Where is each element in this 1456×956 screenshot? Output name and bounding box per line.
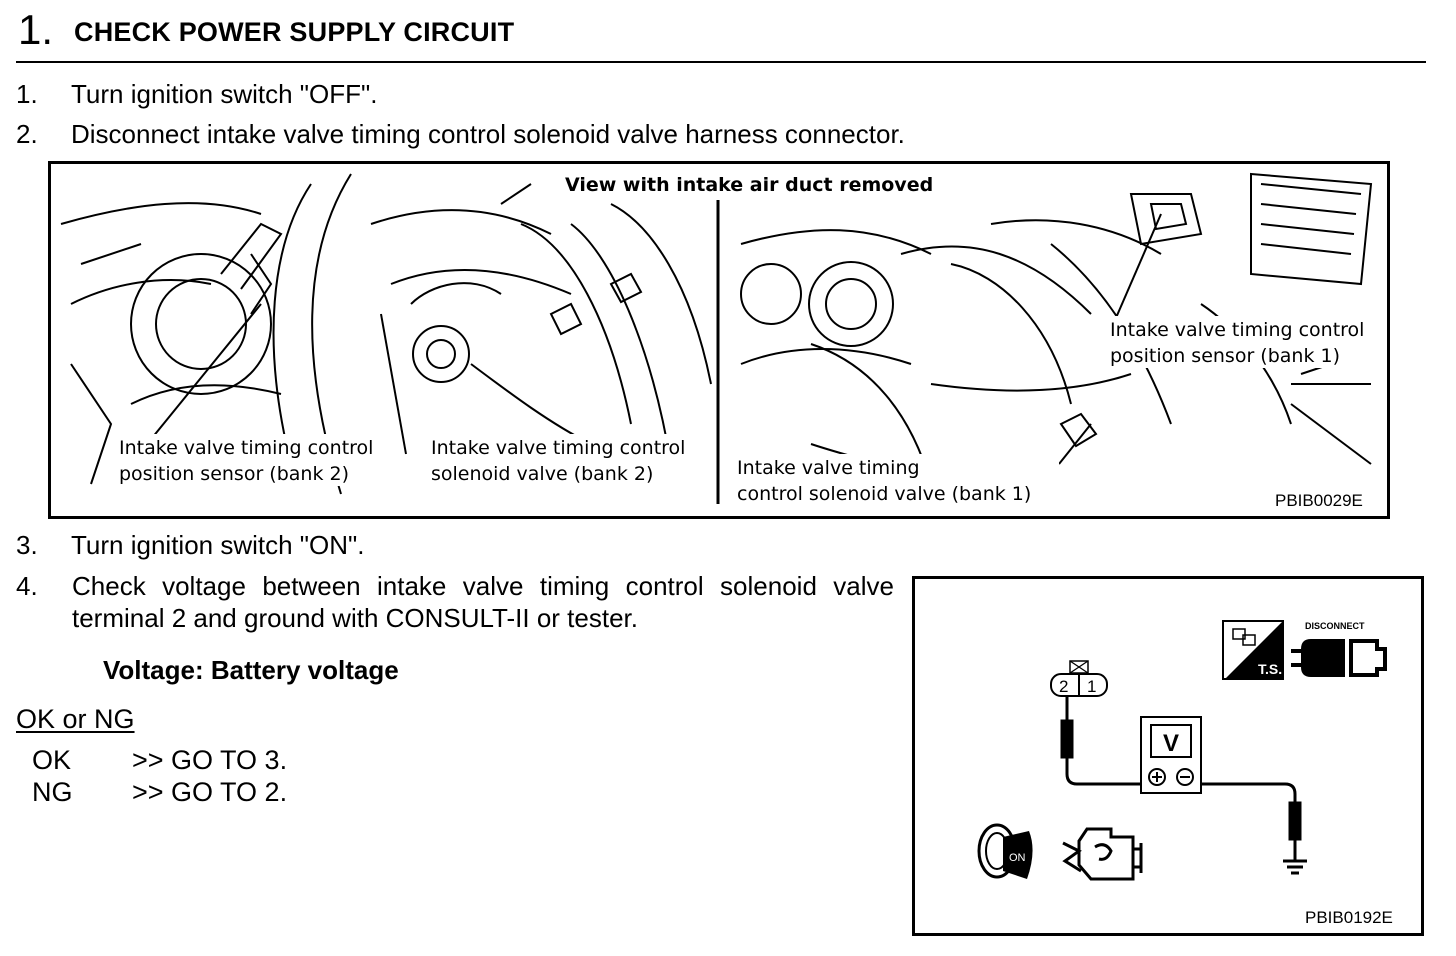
- spec-value: Voltage: Battery voltage: [103, 655, 399, 685]
- label-solenoid-bank1: Intake valve timing control solenoid val…: [734, 454, 1059, 506]
- step-item-text: Turn ignition switch "ON".: [71, 530, 365, 560]
- harness-connector: 2 1: [1050, 660, 1108, 697]
- result-action: >> GO TO 2.: [132, 777, 288, 807]
- engine-bay-figure: View with intake air duct removed Intake…: [48, 161, 1390, 519]
- step-item-number: 2.: [16, 119, 38, 149]
- label-line: position sensor (bank 2): [119, 463, 349, 485]
- figure-code: PBIB0029E: [1275, 491, 1363, 510]
- connector-pin-1: 1: [1087, 677, 1096, 696]
- figure-title: View with intake air duct removed: [565, 174, 933, 196]
- label-line: Intake valve timing: [737, 457, 920, 479]
- disconnect-icon: DISCONNECT: [1291, 621, 1387, 677]
- voltage-check-figure: T.S. DISCONNECT 2 1: [912, 576, 1424, 936]
- ts-label: T.S.: [1258, 661, 1282, 677]
- label-solenoid-bank2: Intake valve timing control solenoid val…: [427, 434, 707, 486]
- step-item-number: 1.: [16, 79, 38, 109]
- result-key: OK: [32, 745, 72, 775]
- label-line: Intake valve timing control: [431, 437, 685, 459]
- engine-icon: [1062, 827, 1143, 881]
- connector-pin-2: 2: [1059, 677, 1068, 696]
- label-line: Intake valve timing control: [1110, 319, 1364, 341]
- figure-code: PBIB0192E: [1305, 908, 1393, 927]
- ground-icon: [1283, 859, 1307, 875]
- label-line: Intake valve timing control: [119, 437, 373, 459]
- title-divider: [16, 61, 1426, 63]
- result-key: NG: [32, 777, 73, 807]
- negative-lead: [1201, 782, 1302, 861]
- ts-icon: T.S.: [1222, 620, 1284, 680]
- label-line: position sensor (bank 1): [1110, 345, 1340, 367]
- label-line: solenoid valve (bank 2): [431, 463, 653, 485]
- step-item-4-text: Check voltage between intake valve timin…: [72, 571, 894, 633]
- voltmeter: V: [1140, 716, 1202, 794]
- label-sensor-bank2: Intake valve timing control position sen…: [115, 434, 393, 486]
- label-sensor-bank1: Intake valve timing control position sen…: [1106, 316, 1384, 368]
- step-item-text: Disconnect intake valve timing control s…: [71, 119, 905, 149]
- step-number: 1.: [18, 6, 54, 53]
- ignition-key-icon: ON: [977, 823, 1033, 879]
- section-title: CHECK POWER SUPPLY CIRCUIT: [74, 17, 515, 47]
- step-item-number: 3.: [16, 530, 38, 560]
- ignition-label: ON: [1009, 852, 1026, 864]
- label-line: control solenoid valve (bank 1): [737, 483, 1031, 505]
- result-heading: OK or NG: [16, 704, 135, 734]
- meter-label: V: [1163, 730, 1179, 757]
- positive-lead: [1060, 696, 1155, 786]
- result-action: >> GO TO 3.: [132, 745, 288, 775]
- step-item-4-number: 4.: [16, 571, 38, 601]
- disconnect-label: DISCONNECT: [1305, 621, 1365, 631]
- step-item-text: Turn ignition switch "OFF".: [71, 79, 378, 109]
